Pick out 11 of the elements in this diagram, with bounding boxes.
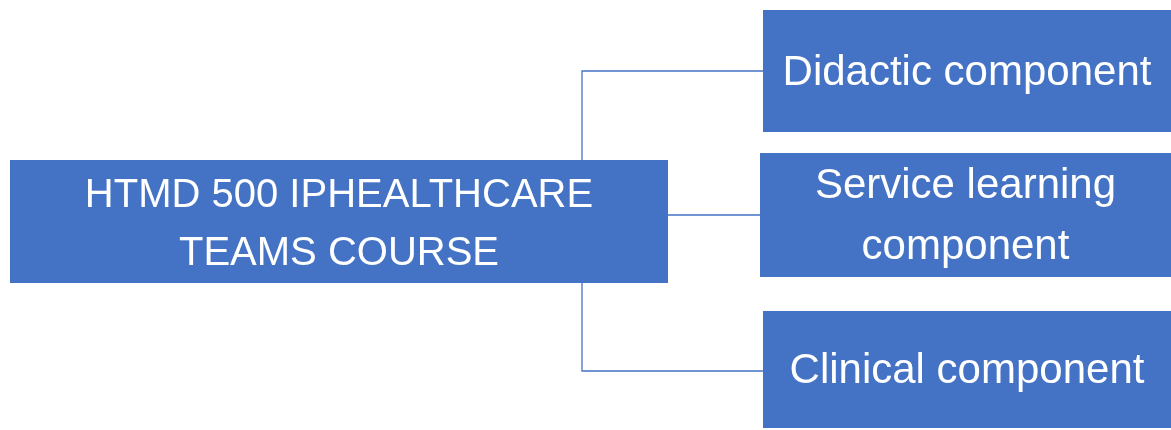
connector-line — [581, 70, 764, 161]
box-label: Service learning component — [813, 159, 1118, 270]
box-label: Clinical component — [789, 344, 1145, 395]
box-label: Didactic component — [782, 45, 1152, 96]
process-box — [763, 10, 1171, 132]
process-box — [10, 160, 668, 283]
connector-line — [581, 282, 764, 372]
box-label: HTMD 500 IPHEALTHCARE TEAMS COURSE — [83, 169, 595, 275]
connector-line — [667, 214, 761, 216]
process-box — [760, 153, 1171, 277]
process-box — [763, 311, 1171, 428]
